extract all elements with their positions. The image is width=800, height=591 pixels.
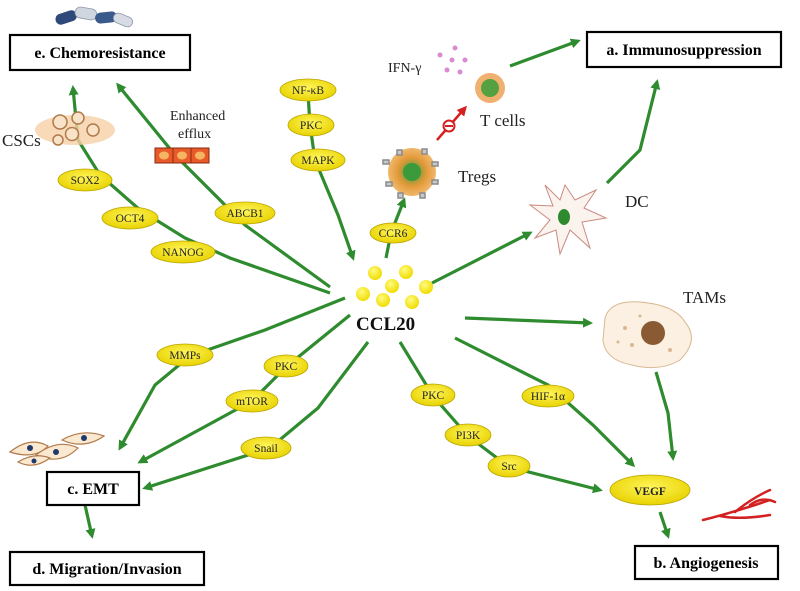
- outcome-label-immunosuppression: a. Immunosuppression: [606, 42, 761, 59]
- mediator-label: PKC: [275, 361, 298, 373]
- mediator-label: MMPs: [169, 350, 201, 362]
- arrows: [68, 38, 678, 539]
- arrow-ccl20-to-emt-snail: [142, 341, 370, 491]
- outcome-label-emt: c. EMT: [67, 481, 119, 498]
- mediator-label: Snail: [254, 443, 278, 455]
- mediator-label: PI3K: [456, 430, 481, 442]
- cscs-label: CSCs: [2, 131, 41, 150]
- tams-label: TAMs: [683, 288, 726, 307]
- mediator-label: ABCB1: [226, 208, 263, 220]
- capsules-icon: [55, 6, 134, 28]
- ccl20-dot: [405, 295, 419, 309]
- arrow-ccl20-to-emt-mmps: [118, 296, 346, 451]
- arrow-ccl20-to-dc: [431, 231, 533, 285]
- ccl20-label: CCL20: [356, 314, 415, 335]
- mediator-label: SOX2: [71, 175, 100, 187]
- outcome-box-chemoresistance: e. Chemoresistance: [8, 33, 192, 72]
- dendritic-cell-icon: [528, 183, 608, 256]
- outcome-box-emt: c. EMT: [45, 470, 141, 507]
- mediator-oval-mapk: MAPK: [290, 148, 346, 172]
- ccl20-dot: [399, 265, 413, 279]
- arrow-tcells-to-immunosuppression: [509, 38, 581, 68]
- tregs-label: Tregs: [458, 167, 496, 186]
- mediator-oval-pi3k: PI3K: [444, 423, 492, 447]
- blood-vessels-icon: [701, 488, 777, 522]
- arrow-emt-to-migration: [83, 504, 96, 539]
- outcome-label-chemoresistance: e. Chemoresistance: [34, 45, 165, 62]
- mediator-oval-pkc-left: PKC: [263, 354, 309, 378]
- arrow-ccl20-to-emt-mtor: [137, 313, 352, 464]
- ccl20-dot: [368, 266, 382, 280]
- mediator-label: PKC: [300, 120, 323, 132]
- mediator-oval-src: Src: [487, 454, 531, 478]
- mediator-oval-snail: Snail: [240, 436, 292, 460]
- tam-macrophage-icon: [602, 301, 692, 369]
- arrow-ccl20-to-tams: [464, 316, 593, 328]
- ccl20-dot: [356, 287, 370, 301]
- mediator-label: VEGF: [634, 486, 666, 498]
- arrow-vegf-to-angiogenesis: [658, 511, 671, 539]
- mediator-label: MAPK: [301, 155, 335, 167]
- mediator-oval-hif1a: HIF-1α: [521, 384, 575, 408]
- arrow-ccl20-to-chemoresistance-abcb1: [116, 82, 331, 289]
- enhanced-efflux-label-line1: Enhanced: [170, 109, 225, 124]
- mediator-label: PKC: [422, 390, 445, 402]
- ccl20-ligand-cluster: CCL20: [356, 265, 433, 335]
- arrow-tams-to-vegf: [654, 371, 678, 461]
- outcome-box-angiogenesis: b. Angiogenesis: [633, 544, 780, 581]
- efflux-cells-icon: [154, 147, 210, 164]
- mediator-label: CCR6: [379, 228, 408, 240]
- ccl20-dot: [419, 280, 433, 294]
- cscs-cell-cluster-icon: [35, 111, 115, 146]
- outcome-box-immunosuppression: a. Immunosuppression: [585, 30, 783, 69]
- mediator-label: mTOR: [236, 396, 268, 408]
- mediator-oval-nfkb: NF-κB: [279, 78, 337, 102]
- mediator-label: NANOG: [162, 247, 204, 259]
- enhanced-efflux-label-line2: efflux: [178, 127, 211, 142]
- treg-cell-icon: [382, 148, 439, 199]
- ccl20-dot: [376, 293, 390, 307]
- inhibition-arrow: [436, 105, 467, 141]
- mediator-oval-abcb1: ABCB1: [214, 201, 276, 225]
- mediator-oval-nanog: NANOG: [150, 240, 216, 264]
- mediator-oval-sox2: SOX2: [57, 168, 113, 192]
- mediator-oval-mmps: MMPs: [156, 343, 214, 367]
- arrow-dc-to-immunosuppression: [605, 79, 661, 185]
- mediator-oval-ccr6: CCR6: [369, 222, 417, 244]
- arrow-ccl20-to-vegf-hif: [454, 336, 636, 468]
- mediator-oval-oct4: OCT4: [101, 206, 159, 230]
- dc-label: DC: [625, 192, 649, 211]
- t-cells-label: T cells: [480, 111, 525, 130]
- ifn-gamma-particles-icon: [437, 45, 468, 75]
- ifn-gamma-label: IFN-γ: [388, 61, 421, 76]
- mediator-label: Src: [501, 461, 516, 473]
- outcome-box-migration: d. Migration/Invasion: [8, 550, 206, 587]
- outcome-label-angiogenesis: b. Angiogenesis: [654, 555, 759, 572]
- ccl20-dot: [385, 279, 399, 293]
- mediator-oval-mtor: mTOR: [225, 389, 279, 413]
- mediator-oval-vegf: VEGF: [609, 474, 691, 506]
- mediator-oval-pkc-bottom: PKC: [410, 383, 456, 407]
- mediator-oval-pkc-top: PKC: [287, 113, 335, 137]
- mediator-label: OCT4: [116, 213, 145, 225]
- mediator-label: HIF-1α: [531, 391, 565, 403]
- t-cell-icon: [475, 73, 505, 103]
- outcome-label-migration: d. Migration/Invasion: [32, 561, 181, 578]
- emt-cells-icon: [8, 432, 106, 466]
- mediator-label: NF-κB: [292, 85, 324, 97]
